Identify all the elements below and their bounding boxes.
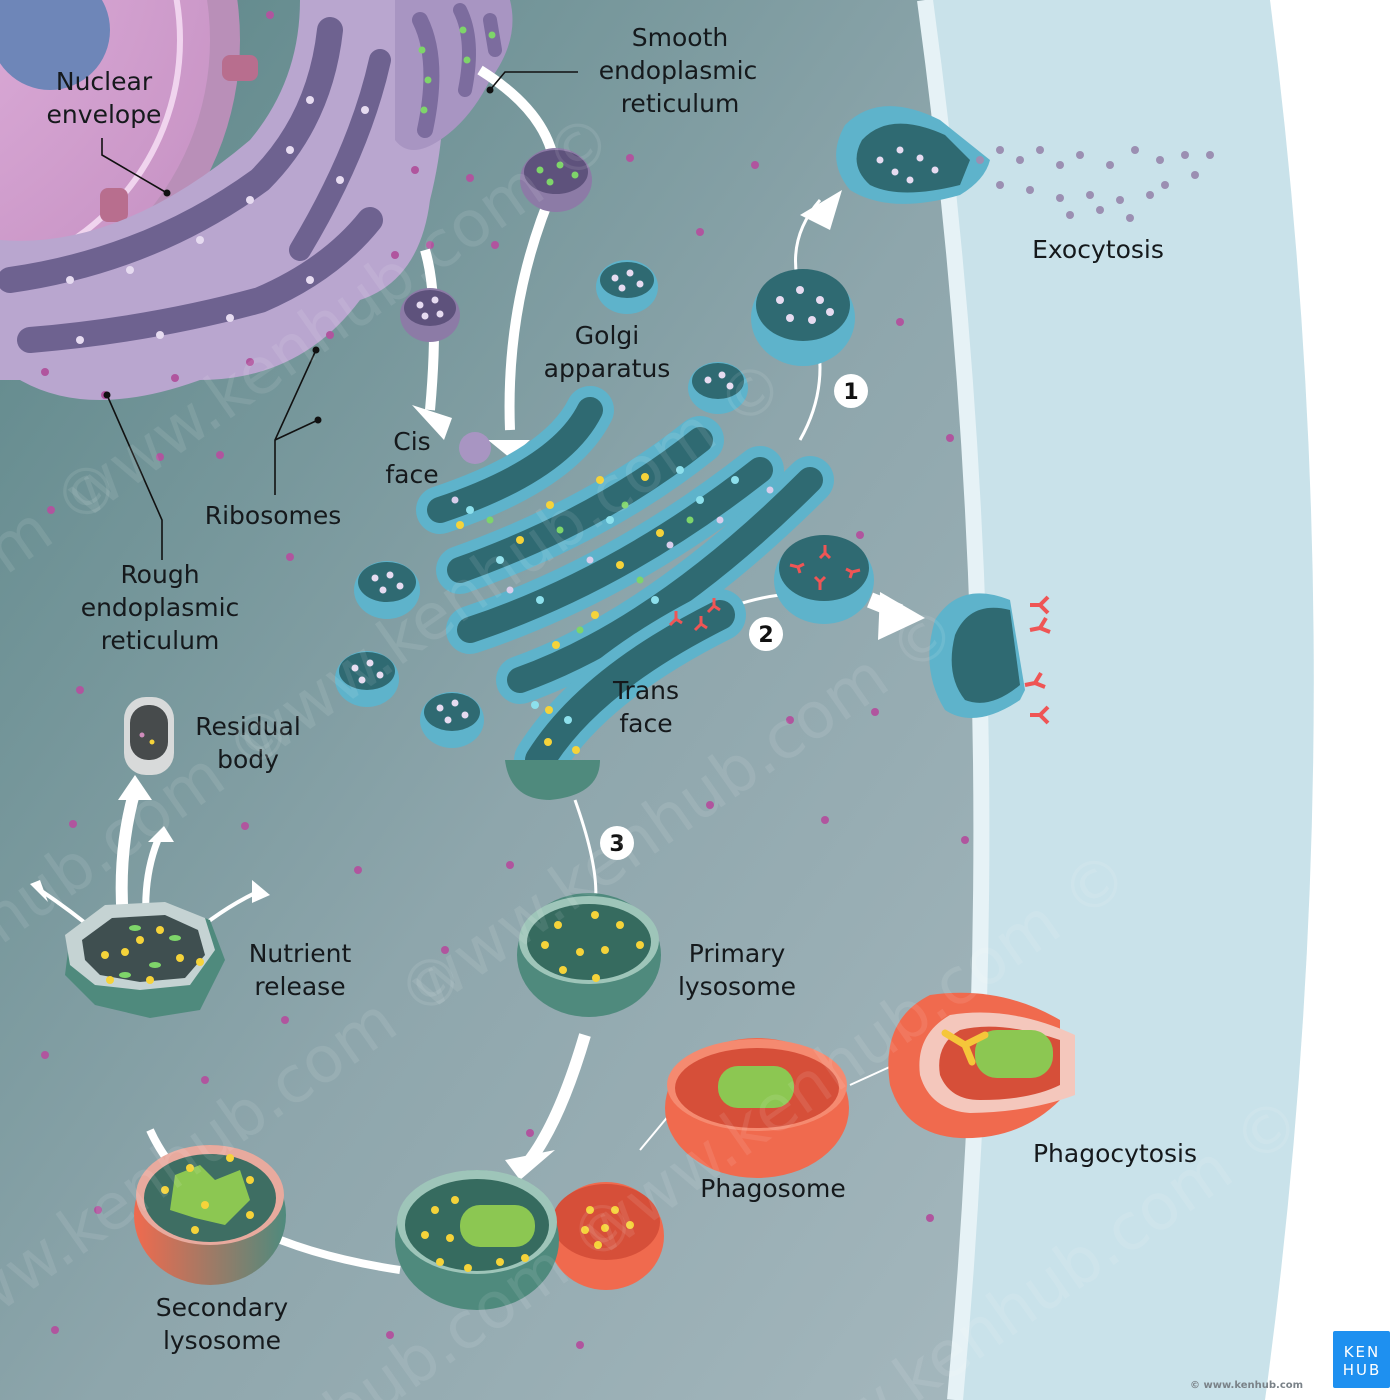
step-3-badge: 3: [600, 826, 634, 860]
rough-er: [0, 0, 443, 400]
svg-text:reticulum: reticulum: [621, 89, 740, 118]
smooth-er: [395, 0, 513, 150]
svg-text:Phagocytosis: Phagocytosis: [1033, 1139, 1197, 1168]
secreted-particles: [976, 146, 1214, 222]
svg-text:lysosome: lysosome: [163, 1326, 281, 1355]
nutrient-release-body: [65, 902, 225, 1018]
label-secondary-lysosome: Secondary lysosome: [156, 1293, 289, 1355]
golgi-vesicle: [354, 561, 420, 619]
svg-text:Nutrient: Nutrient: [249, 939, 352, 968]
kenhub-logo[interactable]: KEN HUB: [1333, 1331, 1390, 1388]
copyright-text: © www.kenhub.com: [1190, 1380, 1303, 1391]
exocytosis-fusion-vesicle: [836, 106, 1214, 222]
leader-dots: [103, 86, 494, 424]
logo-line-1: KEN: [1344, 1343, 1381, 1361]
golgi-vesicle: [335, 651, 399, 707]
svg-text:Exocytosis: Exocytosis: [1032, 235, 1164, 264]
label-smooth-er: Smooth endoplasmic reticulum: [599, 23, 758, 118]
svg-text:endoplasmic: endoplasmic: [81, 593, 240, 622]
svg-text:Ribosomes: Ribosomes: [205, 501, 342, 530]
arrow-heads: [30, 190, 925, 1180]
svg-text:reticulum: reticulum: [101, 626, 220, 655]
svg-text:body: body: [217, 745, 279, 774]
bacterium: [718, 1066, 794, 1108]
svg-text:face: face: [619, 709, 672, 738]
svg-text:Nuclear: Nuclear: [56, 67, 153, 96]
membrane-fusion-vesicle: [929, 593, 1051, 725]
digested-material: [170, 1165, 250, 1225]
receptor-vesicle: [774, 535, 874, 624]
free-ribosomes: [41, 154, 969, 1349]
svg-text:apparatus: apparatus: [544, 354, 671, 383]
label-phagosome: Phagosome: [700, 1174, 845, 1203]
nuclear-pore: [222, 55, 258, 81]
svg-text:release: release: [254, 972, 345, 1001]
golgi-vesicle: [688, 362, 748, 414]
cis-vesicle: [459, 432, 491, 464]
er-vesicle-green: [520, 148, 592, 212]
golgi-vesicle: [596, 260, 658, 314]
label-rough-er: Rough endoplasmic reticulum: [81, 560, 240, 655]
step-1-number: 1: [843, 380, 858, 405]
step-1-badge: 1: [834, 374, 868, 408]
er-vesicle-purple: [400, 288, 460, 342]
label-ribosomes: Ribosomes: [205, 501, 342, 530]
secretory-vesicle: [751, 269, 855, 366]
golgi-vesicle: [420, 692, 484, 748]
nucleolus: [0, 0, 110, 90]
label-nuclear-envelope: Nuclear envelope: [47, 67, 162, 129]
bacterium: [975, 1030, 1053, 1078]
label-nutrient-release: Nutrient release: [249, 939, 352, 1001]
svg-text:envelope: envelope: [47, 100, 162, 129]
step-2-number: 2: [758, 623, 773, 648]
logo-line-2: HUB: [1343, 1361, 1382, 1379]
leader-lines: [101, 71, 578, 560]
surface-receptors: [1024, 595, 1051, 725]
residual-body: [124, 697, 174, 775]
primary-lysosome: [517, 893, 661, 1017]
nuclear-pore: [100, 188, 128, 222]
label-cis-face: Cis face: [385, 427, 438, 489]
golgi-apparatus: [416, 386, 834, 800]
membrane-proteins: [668, 598, 721, 632]
label-residual-body: Residual body: [195, 712, 301, 774]
svg-text:Cis: Cis: [393, 427, 430, 456]
label-exocytosis: Exocytosis: [1032, 235, 1164, 264]
label-primary-lysosome: Primary lysosome: [678, 939, 796, 1001]
svg-text:Rough: Rough: [120, 560, 199, 589]
label-phagocytosis: Phagocytosis: [1033, 1139, 1197, 1168]
svg-text:Residual: Residual: [195, 712, 301, 741]
svg-text:Primary: Primary: [689, 939, 786, 968]
step-2-badge: 2: [749, 617, 783, 651]
svg-text:Secondary: Secondary: [156, 1293, 289, 1322]
bacterium: [460, 1205, 535, 1247]
label-golgi-apparatus: Golgi apparatus: [544, 321, 671, 383]
phagocytosis-engulfment: [888, 992, 1075, 1139]
svg-text:Smooth: Smooth: [632, 23, 728, 52]
svg-text:endoplasmic: endoplasmic: [599, 56, 758, 85]
phagosome: [665, 1038, 849, 1178]
svg-text:Golgi: Golgi: [575, 321, 639, 350]
svg-text:Phagosome: Phagosome: [700, 1174, 845, 1203]
transport-vesicles: [335, 148, 874, 748]
label-trans-face: Trans face: [612, 676, 679, 738]
secondary-lysosome: [134, 1145, 286, 1285]
step-3-number: 3: [609, 832, 624, 857]
fusing-lysosome-phagosome: [395, 1170, 664, 1310]
svg-text:face: face: [385, 460, 438, 489]
receptor-binding: [941, 1029, 989, 1066]
svg-text:lysosome: lysosome: [678, 972, 796, 1001]
svg-text:Trans: Trans: [612, 676, 679, 705]
